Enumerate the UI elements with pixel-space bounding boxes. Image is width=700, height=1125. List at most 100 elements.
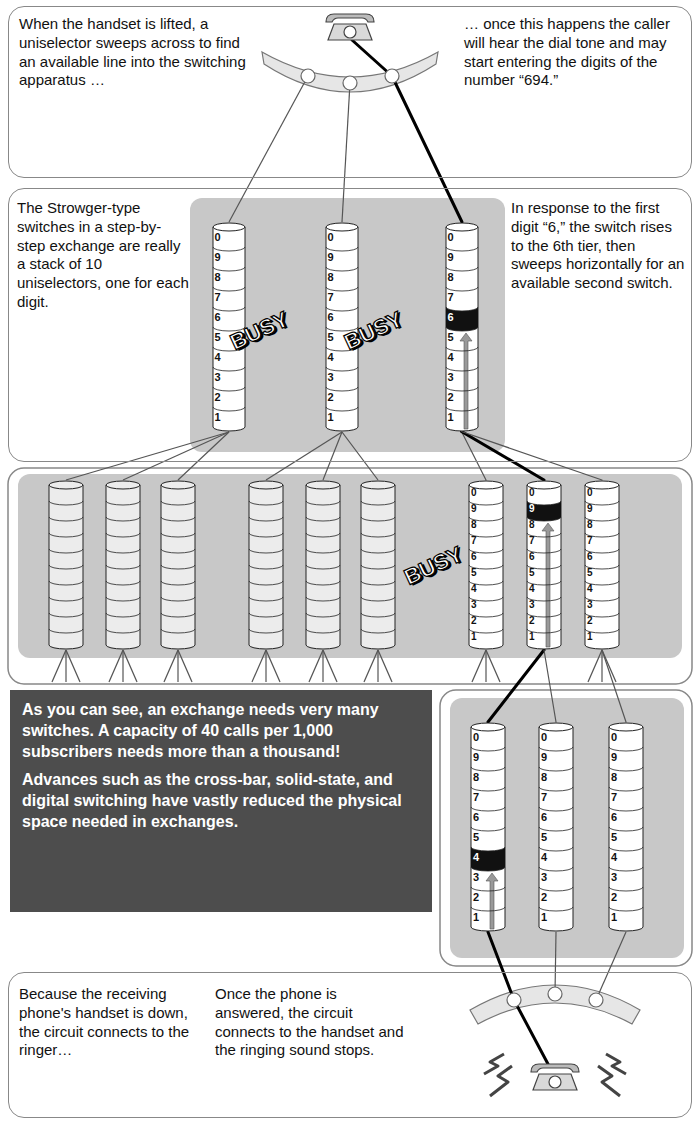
plain-switch	[177, 650, 178, 682]
tier-digit: 1	[468, 629, 504, 645]
tier-line	[446, 327, 478, 331]
uniselector-arc	[470, 985, 640, 1024]
tier-line	[161, 501, 195, 505]
tier-line	[49, 517, 83, 521]
tier-digit: 9	[470, 747, 506, 767]
tier-digit: 1	[325, 407, 359, 427]
tier-line	[49, 597, 83, 601]
tier-line	[106, 581, 140, 585]
tier-line	[471, 847, 505, 851]
tier-line	[249, 597, 283, 601]
tier-line	[49, 549, 83, 553]
telephone	[531, 1064, 579, 1072]
ringing-bolt	[490, 1066, 512, 1096]
tier-line	[161, 565, 195, 569]
tier-digit: 9	[325, 247, 359, 267]
stack-body	[249, 485, 283, 649]
tier-digit: 7	[470, 787, 506, 807]
tier-digit: 3	[608, 867, 644, 887]
tier-digit: 2	[584, 613, 620, 629]
contact-point	[589, 993, 603, 1007]
plain-switch	[309, 650, 323, 682]
tier-digit: 9	[468, 501, 504, 517]
caption-text: Because the receiving phone's handset is…	[19, 985, 209, 1060]
tier-digit: 6	[468, 549, 504, 565]
tier-digit: 2	[608, 887, 644, 907]
active-wire	[392, 76, 462, 222]
caption-text: The Strowger-type switches in a step-by-…	[17, 199, 189, 312]
stack-top	[213, 223, 245, 231]
telephone	[533, 1074, 577, 1090]
tier-line	[446, 387, 478, 391]
tier-digit: 0	[470, 727, 506, 747]
plain-switch	[601, 650, 602, 682]
tier-line	[326, 287, 358, 291]
tier-digit: 7	[212, 287, 246, 307]
tier-digit: 1	[212, 407, 246, 427]
tier-line	[539, 807, 573, 811]
tier-line	[361, 581, 395, 585]
stack-body	[527, 485, 561, 649]
tier-line	[249, 565, 283, 569]
tier-line	[161, 581, 195, 585]
tier-line	[539, 827, 573, 831]
tier-digit: 6	[445, 307, 479, 327]
plain-switch	[65, 650, 66, 682]
stack-top	[539, 723, 573, 731]
stack-top	[609, 723, 643, 731]
tier-line	[326, 267, 358, 271]
wire	[342, 83, 350, 222]
tier-digit: 7	[445, 287, 479, 307]
plain-switch	[377, 650, 378, 682]
tier-line	[446, 287, 478, 291]
wire-connector	[488, 650, 544, 722]
tier-line	[306, 565, 340, 569]
wire	[123, 432, 229, 480]
active-wire	[352, 40, 392, 76]
switch-stack: 0987654321	[538, 722, 574, 932]
switch-stack: 0987654321	[608, 722, 644, 932]
tier-line	[361, 549, 395, 553]
tier-digit: 2	[212, 387, 246, 407]
tier-line	[213, 407, 245, 411]
tier-digit: 9	[212, 247, 246, 267]
stack-top	[161, 481, 195, 489]
ringing-bolt	[484, 1054, 504, 1074]
caption-text: Once the phone is answered, the circuit …	[215, 985, 405, 1060]
tier-line	[539, 847, 573, 851]
tier-digit: 2	[468, 613, 504, 629]
plain-switch	[588, 650, 602, 682]
plain-switch	[178, 650, 192, 682]
tier-line	[471, 807, 505, 811]
stack-top	[106, 481, 140, 489]
plain-switch	[49, 481, 83, 649]
tier-line	[609, 847, 643, 851]
stack-body	[469, 485, 503, 649]
tier-line	[106, 613, 140, 617]
note-text: Advances such as the cross-bar, solid-st…	[22, 770, 420, 832]
tier-digit: 6	[584, 549, 620, 565]
contact-point	[507, 993, 521, 1007]
tier-line	[539, 907, 573, 911]
tier-digit: 8	[212, 267, 246, 287]
switch-frame	[190, 198, 505, 452]
tier-digit: 6	[608, 807, 644, 827]
tier-digit: 5	[584, 565, 620, 581]
tier-line	[446, 367, 478, 371]
stack-top	[249, 481, 283, 489]
tier-line	[471, 867, 505, 871]
wire	[342, 432, 378, 480]
active-tier	[527, 501, 561, 521]
tier-digit: 3	[212, 367, 246, 387]
plain-switch	[364, 650, 378, 682]
tier-digit: 3	[468, 597, 504, 613]
caption-text: … once this happens the caller will hear…	[464, 15, 686, 90]
stack-body	[106, 485, 140, 649]
tier-digit: 7	[608, 787, 644, 807]
plain-switch	[361, 481, 395, 649]
note-box: As you can see, an exchange needs very m…	[10, 690, 432, 912]
tier-line	[106, 549, 140, 553]
tier-line	[471, 907, 505, 911]
tier-digit: 7	[468, 533, 504, 549]
tier-line	[213, 267, 245, 271]
